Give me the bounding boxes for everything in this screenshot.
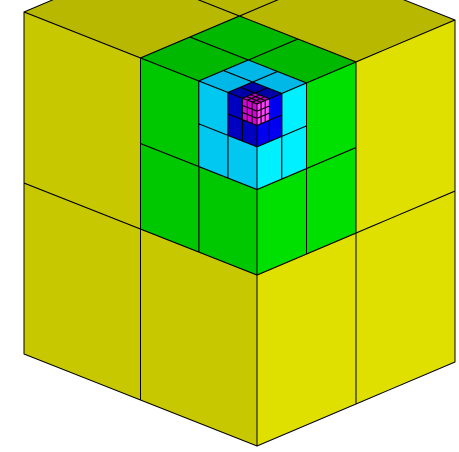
level-4-top-cell bbox=[250, 92, 261, 98]
level-4-right-cell bbox=[256, 101, 262, 112]
level-4-left-cell bbox=[246, 99, 253, 110]
level-3-top-cell bbox=[239, 81, 268, 94]
level-4-right-cell bbox=[264, 98, 270, 109]
level-3-right-cell bbox=[268, 93, 283, 121]
level-4-right-cell bbox=[260, 100, 266, 110]
level-4-left-cell bbox=[241, 97, 248, 108]
level-0-top-cell bbox=[197, 0, 279, 17]
level-1-top-cell bbox=[189, 15, 299, 61]
level-2-top-cell bbox=[223, 59, 278, 83]
level-4-left-cell bbox=[251, 101, 258, 112]
